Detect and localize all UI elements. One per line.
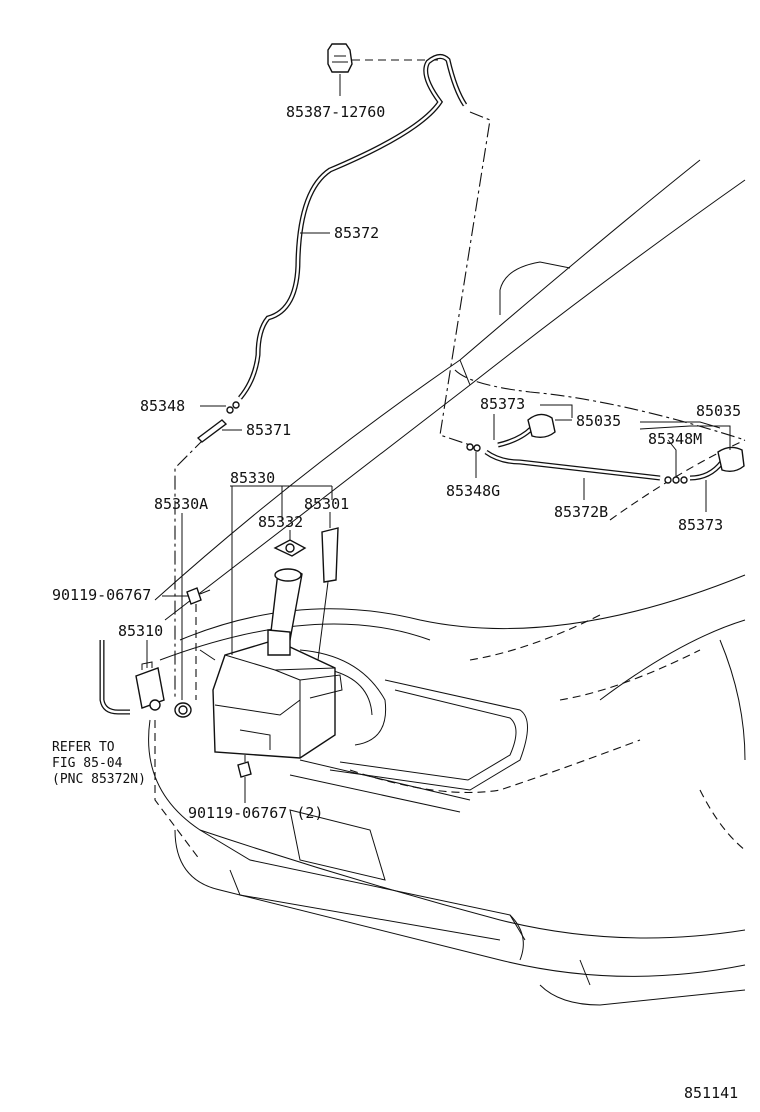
label-85330: 85330	[230, 469, 275, 487]
label-85330A: 85330A	[154, 495, 208, 513]
label-85035-left: 85035	[576, 412, 621, 430]
label-85371: 85371	[246, 421, 291, 439]
relationship-lines	[154, 59, 491, 861]
label-85301: 85301	[304, 495, 349, 513]
label-85348: 85348	[140, 397, 185, 415]
vehicle-body-outline	[148, 159, 746, 1006]
washer-nozzle-right-lower	[717, 446, 745, 473]
washer-nozzle-top	[327, 43, 353, 73]
part-labels: 85387-12760 85372 85348 85371 85330 8533…	[52, 103, 741, 1102]
washer-hoses	[99, 54, 724, 715]
refer-note-line2: FIG 85-04	[52, 756, 123, 771]
label-85348M: 85348M	[648, 430, 702, 448]
label-90119-06767-lower: 90119-06767 (2)	[188, 804, 323, 822]
refer-note-line1: REFER TO	[52, 740, 115, 755]
washer-jar-assembly	[199, 527, 343, 759]
label-85373-lower: 85373	[678, 516, 723, 534]
label-85348G: 85348G	[446, 482, 500, 500]
label-85310: 85310	[118, 622, 163, 640]
label-85387-12760: 85387-12760	[286, 103, 385, 121]
label-85373-upper: 85373	[480, 395, 525, 413]
label-85372B: 85372B	[554, 503, 608, 521]
washer-motor	[135, 661, 165, 711]
label-85372: 85372	[334, 224, 379, 242]
figure-id: 851141	[684, 1084, 738, 1102]
grommet	[174, 702, 192, 718]
bolt-upper	[186, 587, 211, 605]
leader-lines	[146, 74, 731, 803]
label-90119-06767-upper: 90119-06767	[52, 586, 151, 604]
washer-nozzle-right-upper	[527, 413, 556, 439]
label-85332: 85332	[258, 513, 303, 531]
bolt-lower	[237, 755, 252, 778]
label-85035-right: 85035	[696, 402, 741, 420]
refer-note-line3: (PNC 85372N)	[52, 772, 146, 787]
